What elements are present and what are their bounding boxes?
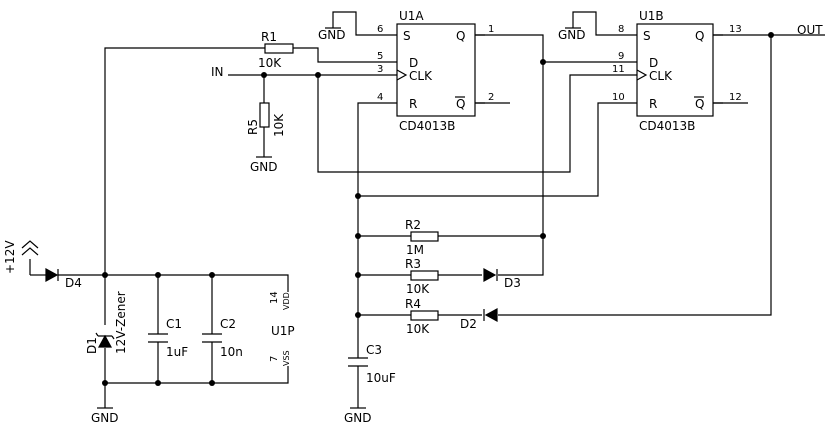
u1p-label-vdd: VDD <box>282 292 291 310</box>
supply-connector-symbol <box>21 240 39 275</box>
junction-dot <box>355 193 361 199</box>
resistor-r2 <box>410 231 439 242</box>
junction-dot <box>102 272 108 278</box>
u1b-pin-r: 10 <box>612 92 625 103</box>
junction-dots <box>102 32 774 386</box>
u1a-label-r: R <box>409 97 417 111</box>
junction-dot <box>768 32 774 38</box>
resistor-r3-ref: R3 <box>405 257 421 271</box>
capacitor-c2-ref: C2 <box>220 317 236 331</box>
input-net-label: IN <box>211 65 224 79</box>
u1b-clock-marker <box>636 69 648 81</box>
u1b-pin-clk: 11 <box>612 64 625 75</box>
junction-dot <box>540 233 546 239</box>
u1p-label-vss: VSS <box>282 350 291 366</box>
flipflop-u1a: U1A CD4013B S D CLK R Q Q 6 5 3 4 1 2 <box>377 9 494 133</box>
capacitor-c1 <box>148 333 168 343</box>
u1p-pin-vss: 7 <box>269 356 280 362</box>
junction-dot <box>315 72 321 78</box>
flipflop-u1b: U1B CD4013B S D CLK R Q Q 8 9 11 10 13 1… <box>612 9 742 133</box>
u1p-pin-vdd: 14 <box>269 291 280 304</box>
u1b-label-qn: Q <box>695 97 704 111</box>
resistor-r5 <box>259 102 270 128</box>
u1a-part: CD4013B <box>399 119 455 133</box>
u1a-pin-q: 1 <box>488 24 494 35</box>
ground-label: GND <box>91 411 119 425</box>
diode-d4 <box>45 267 59 283</box>
resistor-r3 <box>410 270 439 281</box>
capacitor-c1-value: 1uF <box>166 345 188 359</box>
u1b-pin-s: 8 <box>618 24 624 35</box>
junction-dot <box>261 72 267 78</box>
resistor-r2-ref: R2 <box>405 218 421 232</box>
diode-d2 <box>483 307 498 323</box>
junction-dot <box>355 233 361 239</box>
u1b-label-d: D <box>649 56 658 70</box>
u1b-pin-q: 13 <box>729 24 742 35</box>
resistor-r5-value: 10K <box>272 113 286 137</box>
u1p-name: U1P <box>271 324 295 338</box>
u1a-pin-clk: 3 <box>377 64 383 75</box>
wires <box>30 11 825 408</box>
u1a-name: U1A <box>399 9 424 23</box>
u1a-label-d: D <box>409 56 418 70</box>
u1b-part: CD4013B <box>639 119 695 133</box>
resistor-r1 <box>264 43 294 54</box>
resistor-r4 <box>410 310 439 321</box>
u1a-label-qn: Q <box>456 97 465 111</box>
resistor-r1-ref: R1 <box>261 30 277 44</box>
ground-label: GND <box>344 411 372 425</box>
zener-d1-value: 12V-Zener <box>114 291 128 354</box>
junction-dot <box>540 59 546 65</box>
u1b-pin-qn: 12 <box>729 92 742 103</box>
u1a-pin-qn: 2 <box>488 92 494 103</box>
ground-label: GND <box>318 28 346 42</box>
diode-d3 <box>483 267 498 283</box>
resistor-r4-ref: R4 <box>405 297 421 311</box>
u1a-pin-r: 4 <box>377 92 383 103</box>
ground-label: GND <box>558 28 586 42</box>
capacitor-c2 <box>202 333 222 343</box>
u1a-label-s: S <box>403 29 411 43</box>
u1a-label-clk: CLK <box>409 69 433 83</box>
junction-dot <box>209 380 215 386</box>
resistor-r5-ref: R5 <box>246 119 260 135</box>
capacitor-c2-value: 10n <box>220 345 243 359</box>
diode-d2-ref: D2 <box>460 317 477 331</box>
u1a-label-q: Q <box>456 29 465 43</box>
resistor-r1-value: 10K <box>258 56 282 70</box>
u1a-clock-marker <box>396 69 408 81</box>
junction-dot <box>155 380 161 386</box>
ground-label: GND <box>250 160 278 174</box>
junction-dot <box>355 312 361 318</box>
u1a-pin-s: 6 <box>377 24 383 35</box>
output-net-label: OUT <box>797 23 823 37</box>
resistor-r2-value: 1M <box>406 243 424 257</box>
u1b-label-q: Q <box>695 29 704 43</box>
resistor-r3-value: 10K <box>406 282 430 296</box>
u1b-label-r: R <box>649 97 657 111</box>
power-unit-u1p: U1P 14 VDD 7 VSS <box>269 291 295 366</box>
junction-dot <box>355 272 361 278</box>
junction-dot <box>102 380 108 386</box>
junction-dot <box>155 272 161 278</box>
zener-d1 <box>95 332 115 348</box>
capacitor-c3 <box>348 357 368 367</box>
diode-d3-ref: D3 <box>504 276 521 290</box>
u1b-label-s: S <box>643 29 651 43</box>
diode-d4-ref: D4 <box>65 276 82 290</box>
capacitor-c3-value: 10uF <box>366 371 396 385</box>
u1b-label-clk: CLK <box>649 69 673 83</box>
capacitor-c3-ref: C3 <box>366 343 382 357</box>
junction-dot <box>209 272 215 278</box>
zener-d1-ref: D1 <box>85 337 99 354</box>
u1b-name: U1B <box>639 9 664 23</box>
capacitor-c1-ref: C1 <box>166 317 182 331</box>
supply-label: +12V <box>3 240 17 274</box>
u1b-pin-d: 9 <box>618 51 624 62</box>
resistor-r4-value: 10K <box>406 322 430 336</box>
u1a-pin-d: 5 <box>377 51 383 62</box>
